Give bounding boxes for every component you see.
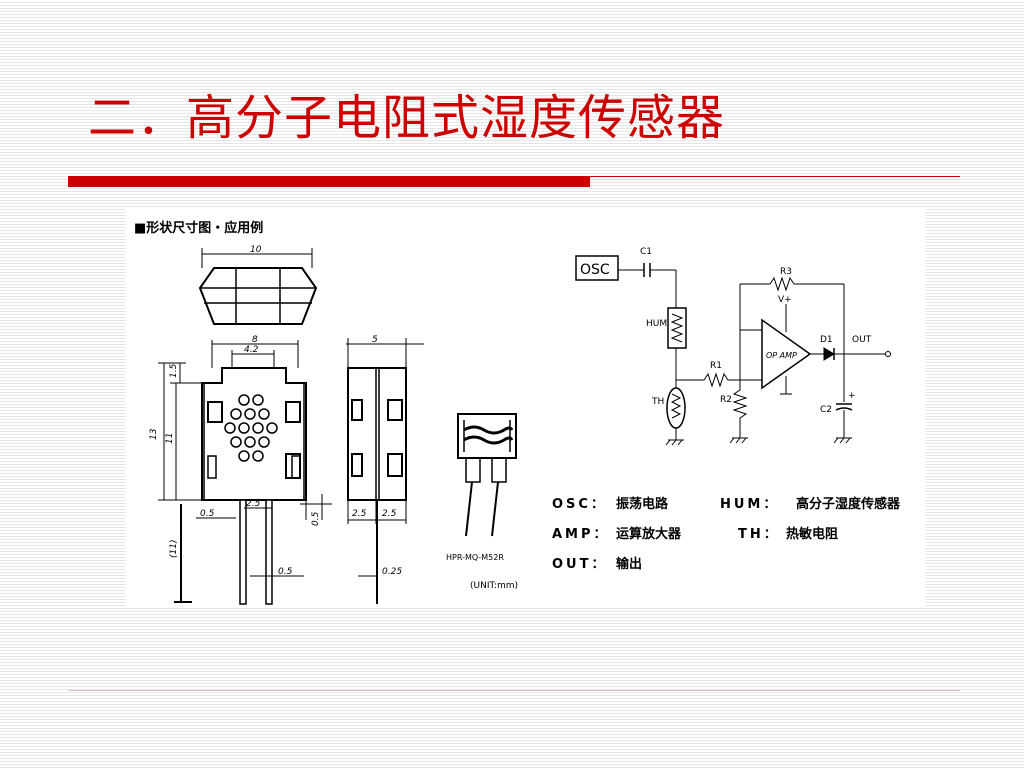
vplus-label: V+ <box>778 295 792 305</box>
circuit-diagram <box>575 255 891 446</box>
dim-pin-left: 0.5 <box>200 509 215 519</box>
dim-side-width: 5 <box>372 335 378 345</box>
legend-out-val: 输出 <box>616 556 642 572</box>
dim-height-body: 11 <box>165 433 175 444</box>
dim-pitch-left: 2.5 <box>246 499 261 509</box>
out-label: OUT <box>852 335 872 345</box>
title-underline-thin <box>590 176 960 177</box>
sensor-figure: ■形状尺寸图・应用例 10 <box>126 208 926 608</box>
dim-top-offset: 1.5 <box>169 363 179 378</box>
dim-lead-length: (11) <box>169 540 179 558</box>
legend-hum-val: 高分子湿度传感器 <box>796 496 901 512</box>
sensor-top-view <box>198 248 318 325</box>
slide-title: 二．高分子电阻式湿度传感器 <box>88 90 726 146</box>
unit-label: (UNIT:mm) <box>470 581 518 591</box>
dim-height-total: 13 <box>149 428 159 440</box>
c1-label: C1 <box>640 247 652 257</box>
d1-label: D1 <box>820 335 833 345</box>
dim-bottom-offset: 0.5 <box>311 511 321 526</box>
c2-plus-label: + <box>848 391 856 401</box>
figure-canvas: ■形状尺寸图・应用例 10 <box>134 220 901 605</box>
r2-label: R2 <box>720 395 732 405</box>
dim-side-pitch-a: 2.5 <box>352 509 367 519</box>
dim-side-pitch-b: 2.5 <box>382 509 397 519</box>
c2-label: C2 <box>820 405 832 415</box>
legend-osc-key: OSC： <box>552 497 607 512</box>
opamp-label: OP AMP <box>766 351 797 360</box>
hum-label: HUM <box>646 319 667 329</box>
sensor-package-view <box>457 413 517 537</box>
dim-lead-dia: 0.5 <box>278 567 293 577</box>
th-label: TH <box>651 397 664 407</box>
legend-out-key: OUT： <box>552 557 607 572</box>
legend-amp-key: AMP： <box>552 527 610 542</box>
osc-label: OSC <box>580 262 610 278</box>
legend-th-val: 热敏电阻 <box>786 526 838 542</box>
r1-label: R1 <box>710 361 722 371</box>
legend-osc-val: 振荡电路 <box>616 496 669 512</box>
legend-hum-key: HUM： <box>720 497 779 512</box>
dim-side-lead: 0.25 <box>382 567 402 577</box>
sensor-side-view <box>346 338 424 604</box>
sensor-front-view <box>158 340 332 605</box>
circuit-legend: OSC： 振荡电路 HUM： 高分子湿度传感器 AMP： 运算放大器 TH： 热… <box>552 496 901 572</box>
model-number: HPR-MQ-M52R <box>446 553 504 562</box>
dim-inner-width: 4.2 <box>244 345 259 355</box>
footer-divider <box>68 690 960 691</box>
figure-heading: ■形状尺寸图・应用例 <box>134 220 263 236</box>
r3-label: R3 <box>780 267 792 277</box>
dim-body-width: 8 <box>252 335 258 345</box>
dim-top-width: 10 <box>250 245 262 255</box>
legend-th-key: TH： <box>738 527 780 542</box>
legend-amp-val: 运算放大器 <box>616 526 682 542</box>
title-underline-thick <box>68 176 590 187</box>
